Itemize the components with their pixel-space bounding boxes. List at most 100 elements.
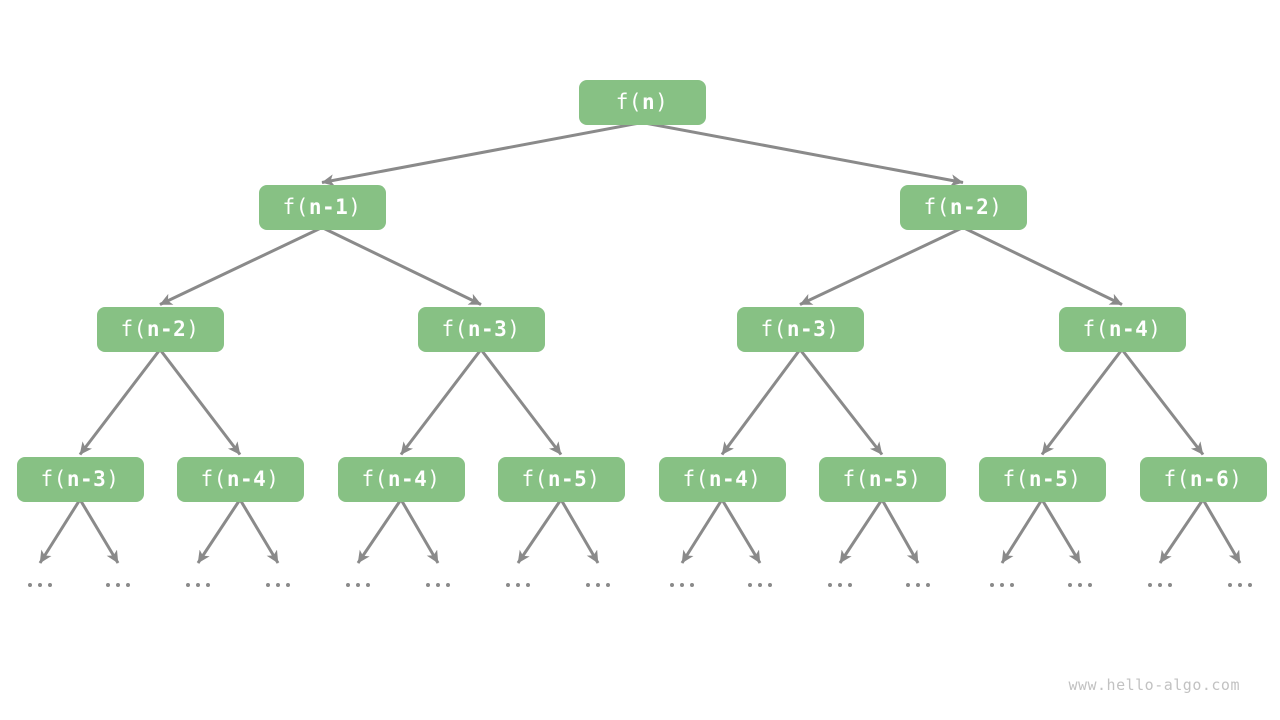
node-label-arg: n-2 <box>146 317 187 341</box>
edge-arrow <box>38 498 82 564</box>
ellipsis-dot <box>366 583 370 587</box>
edge-arrow <box>838 498 884 564</box>
node-label-suffix: ) <box>106 467 120 491</box>
tree-node: f(n-3) <box>736 306 864 352</box>
tree-node: f(n-5) <box>978 456 1106 502</box>
edge-arrow <box>1158 498 1205 564</box>
ellipsis-dot <box>506 583 510 587</box>
tree-node: f(n-2) <box>96 306 224 352</box>
node-label-prefix: f( <box>521 467 548 491</box>
ellipsis-dot <box>266 583 270 587</box>
node-label-arg: n-6 <box>1189 467 1230 491</box>
ellipsis-dot <box>1158 583 1162 587</box>
edge-arrow <box>321 226 482 306</box>
ellipsis-dot <box>1010 583 1014 587</box>
tree-node: f(n) <box>578 79 706 125</box>
ellipsis-dot <box>926 583 930 587</box>
node-label-arg: n-2 <box>949 195 990 219</box>
ellipsis-dot <box>38 583 42 587</box>
edge-arrow <box>798 348 884 456</box>
node-label-suffix: ) <box>1068 467 1082 491</box>
ellipsis-dot <box>1248 583 1252 587</box>
ellipsis-dot <box>848 583 852 587</box>
leaf-ellipsis <box>426 583 450 587</box>
ellipsis-dot <box>670 583 674 587</box>
node-label-suffix: ) <box>186 317 200 341</box>
ellipsis-dot <box>690 583 694 587</box>
ellipsis-dot <box>838 583 842 587</box>
leaf-ellipsis <box>28 583 52 587</box>
node-label-suffix: ) <box>989 195 1003 219</box>
ellipsis-dot <box>1068 583 1072 587</box>
leaf-ellipsis <box>990 583 1014 587</box>
node-label-suffix: ) <box>427 467 441 491</box>
ellipsis-dot <box>990 583 994 587</box>
ellipsis-dot <box>126 583 130 587</box>
node-label-prefix: f( <box>441 317 468 341</box>
ellipsis-dot <box>516 583 520 587</box>
node-label-suffix: ) <box>748 467 762 491</box>
ellipsis-dot <box>196 583 200 587</box>
node-label-prefix: f( <box>40 467 67 491</box>
node-label-arg: n-4 <box>226 467 267 491</box>
edge-arrow <box>1120 348 1205 456</box>
ellipsis-dot <box>1088 583 1092 587</box>
edge-arrow <box>479 348 563 456</box>
edge-arrow <box>799 226 964 306</box>
ellipsis-dot <box>1238 583 1242 587</box>
ellipsis-dot <box>1228 583 1232 587</box>
node-label-prefix: f( <box>615 90 642 114</box>
ellipsis-dot <box>276 583 280 587</box>
tree-node: f(n-5) <box>497 456 625 502</box>
ellipsis-dot <box>768 583 772 587</box>
ellipsis-dot <box>116 583 120 587</box>
leaf-ellipsis <box>266 583 290 587</box>
ellipsis-dot <box>828 583 832 587</box>
ellipsis-dot <box>286 583 290 587</box>
edge-arrow <box>880 498 920 564</box>
leaf-ellipsis <box>346 583 370 587</box>
node-label-arg: n <box>641 90 656 114</box>
leaf-ellipsis <box>906 583 930 587</box>
edge-arrow <box>159 226 323 306</box>
edge-arrow <box>1040 498 1082 564</box>
ellipsis-dot <box>1168 583 1172 587</box>
edge-arrow <box>158 348 242 456</box>
edge-arrow <box>962 226 1123 306</box>
ellipsis-dot <box>596 583 600 587</box>
ellipsis-dot <box>28 583 32 587</box>
ellipsis-dot <box>186 583 190 587</box>
ellipsis-dot <box>748 583 752 587</box>
leaf-ellipsis <box>586 583 610 587</box>
node-label-prefix: f( <box>842 467 869 491</box>
node-label-suffix: ) <box>507 317 521 341</box>
leaf-ellipsis <box>670 583 694 587</box>
node-label-suffix: ) <box>1229 467 1243 491</box>
ellipsis-dot <box>758 583 762 587</box>
node-label-prefix: f( <box>1002 467 1029 491</box>
ellipsis-dot <box>680 583 684 587</box>
node-label-prefix: f( <box>923 195 950 219</box>
tree-node: f(n-3) <box>16 456 144 502</box>
node-label-prefix: f( <box>760 317 787 341</box>
tree-node: f(n-6) <box>1139 456 1267 502</box>
node-label-arg: n-3 <box>467 317 508 341</box>
tree-node: f(n-1) <box>258 184 386 230</box>
leaf-ellipsis <box>748 583 772 587</box>
tree-node: f(n-4) <box>337 456 465 502</box>
ellipsis-dot <box>916 583 920 587</box>
edge-arrow <box>680 498 724 564</box>
tree-node: f(n-4) <box>176 456 304 502</box>
leaf-ellipsis <box>186 583 210 587</box>
node-label-arg: n-5 <box>868 467 909 491</box>
node-label-suffix: ) <box>266 467 280 491</box>
tree-node: f(n-2) <box>899 184 1027 230</box>
edge-arrow <box>1201 498 1242 564</box>
node-label-arg: n-5 <box>1028 467 1069 491</box>
ellipsis-dot <box>1148 583 1152 587</box>
ellipsis-dot <box>436 583 440 587</box>
edge-arrow <box>720 498 762 564</box>
node-label-suffix: ) <box>348 195 362 219</box>
edge-arrow <box>78 498 120 564</box>
leaf-ellipsis <box>106 583 130 587</box>
